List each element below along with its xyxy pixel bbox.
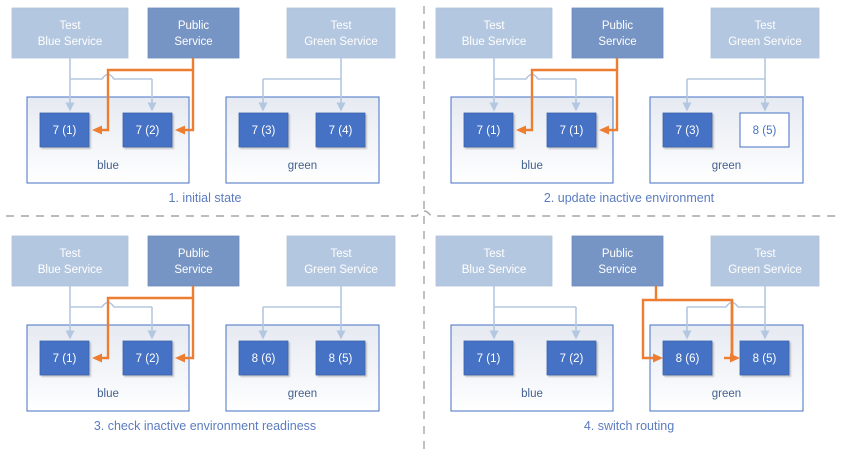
panel-caption-3: 3. check inactive environment readiness [94,419,316,433]
instance-blue-2-label: 7 (2) [560,353,584,365]
green-environment-box-label: green [712,160,741,172]
public-service-box-line2: Service [598,36,636,48]
test-green-connector [258,58,346,112]
instance-green-2[interactable]: 8 (5) [739,340,790,376]
panel-caption-1: 1. initial state [169,191,242,205]
public-service-box-line1: Public [178,248,210,260]
panel-caption-4: 4. switch routing [584,419,674,433]
test-green-service-box-line2: Green Service [728,36,802,48]
instance-blue-2[interactable]: 7 (1) [546,112,597,148]
instance-blue-1-label: 7 (1) [53,353,77,365]
instance-blue-1[interactable]: 7 (1) [463,340,514,376]
blue-environment-box-label: blue [97,388,119,400]
test-green-service-box-line2: Green Service [304,264,378,276]
public-service-box-line2: Service [598,264,636,276]
instance-green-1-label: 7 (3) [676,125,700,137]
instance-green-1-label: 8 (6) [676,353,700,365]
instance-blue-1[interactable]: 7 (1) [39,340,90,376]
test-blue-service-box-line2: Blue Service [38,36,103,48]
instance-green-1[interactable]: 8 (6) [662,340,713,376]
instance-green-2-label: 8 (5) [753,353,777,365]
instance-blue-2[interactable]: 7 (2) [122,112,173,148]
test-blue-service-box-line2: Blue Service [462,36,527,48]
green-environment-box-label: green [712,388,741,400]
panel-dividers [6,6,842,450]
instance-blue-2-label: 7 (2) [136,125,160,137]
instance-blue-2-label: 7 (2) [136,353,160,365]
instance-green-2[interactable]: 7 (4) [315,112,366,148]
panel-caption-2: 2. update inactive environment [544,191,715,205]
instance-green-2-label: 7 (4) [329,125,353,137]
instance-blue-2-label: 7 (1) [560,125,584,137]
test-green-service-box-line1: Test [754,20,776,32]
public-service-box-line2: Service [174,36,212,48]
test-green-connector [258,286,346,340]
public-traffic-connector [92,286,195,363]
instance-green-2-label: 8 (5) [329,353,353,365]
public-traffic-connector [641,286,740,363]
instance-green-1[interactable]: 7 (3) [662,112,713,148]
instance-blue-2[interactable]: 7 (2) [546,340,597,376]
instance-green-2[interactable]: 8 (5) [315,340,366,376]
test-green-connector [682,58,770,112]
test-blue-service-box-line1: Test [59,20,81,32]
green-environment-box-label: green [288,388,317,400]
instance-green-1-label: 8 (6) [252,353,276,365]
test-green-service-box-line2: Green Service [728,264,802,276]
instance-blue-1-label: 7 (1) [477,125,501,137]
public-service-box-line1: Public [178,20,210,32]
blue-environment-box-label: blue [97,160,119,172]
instance-green-1[interactable]: 7 (3) [238,112,289,148]
test-green-service-box-line1: Test [330,20,352,32]
test-blue-service-box-line2: Blue Service [462,264,527,276]
blue-environment-box-label: blue [521,388,543,400]
instance-green-2-label: 8 (5) [753,125,777,137]
public-traffic-connector [516,58,619,135]
test-green-service-box-line2: Green Service [304,36,378,48]
test-blue-connector [489,286,581,340]
public-traffic-connector [92,58,195,135]
instance-blue-2[interactable]: 7 (2) [122,340,173,376]
instance-green-1-label: 7 (3) [252,125,276,137]
green-environment-box-label: green [288,160,317,172]
public-service-box-line2: Service [174,264,212,276]
public-service-box-line1: Public [602,248,634,260]
test-green-service-box-line1: Test [330,248,352,260]
blue-environment-box-label: blue [521,160,543,172]
test-blue-service-box-line2: Blue Service [38,264,103,276]
test-blue-service-box-line1: Test [483,248,505,260]
test-blue-service-box-line1: Test [59,248,81,260]
instance-blue-1[interactable]: 7 (1) [39,112,90,148]
instance-blue-1[interactable]: 7 (1) [463,112,514,148]
horizontal-divider [6,210,842,217]
instance-blue-1-label: 7 (1) [477,353,501,365]
test-blue-service-box-line1: Test [483,20,505,32]
public-service-box-line1: Public [602,20,634,32]
test-green-service-box-line1: Test [754,248,776,260]
instance-green-2[interactable]: 8 (5) [739,112,790,148]
instance-green-1[interactable]: 8 (6) [238,340,289,376]
instance-blue-1-label: 7 (1) [53,125,77,137]
